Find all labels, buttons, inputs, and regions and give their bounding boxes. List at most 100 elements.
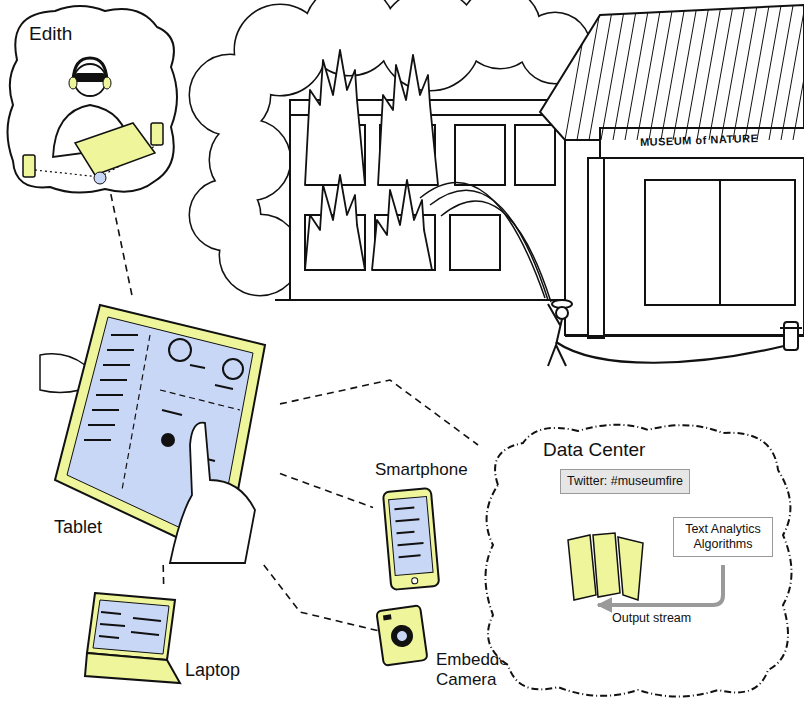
sketch-stroke bbox=[515, 125, 555, 185]
fire-hose bbox=[556, 342, 784, 363]
sketch-stroke bbox=[100, 624, 125, 626]
dashed-link bbox=[280, 474, 373, 508]
sketch-stroke bbox=[600, 128, 804, 158]
sketch-stroke bbox=[23, 155, 35, 177]
node-label: Data Center bbox=[543, 439, 645, 461]
water-jet bbox=[420, 182, 551, 302]
sketch-stroke bbox=[601, 0, 626, 140]
sketch-stroke bbox=[389, 496, 433, 575]
sketch-stroke bbox=[84, 439, 111, 441]
sketch-stroke bbox=[593, 533, 620, 597]
sketch-stroke bbox=[397, 532, 415, 534]
sketch-stroke bbox=[75, 73, 105, 82]
sketch-stroke bbox=[661, 0, 686, 140]
sketch-stroke bbox=[697, 0, 722, 140]
sketch-stroke bbox=[420, 182, 545, 298]
sketch-stroke bbox=[769, 0, 794, 140]
sketch-stroke bbox=[398, 543, 424, 545]
sketch-stroke bbox=[93, 600, 169, 654]
sketch-stroke bbox=[709, 0, 734, 140]
sketch-stroke bbox=[565, 0, 590, 140]
sketch-stroke bbox=[394, 507, 424, 557]
sketch-stroke bbox=[220, 215, 300, 295]
smartphone-art bbox=[373, 460, 475, 592]
sketch-stroke bbox=[673, 0, 698, 140]
sketch-stroke bbox=[733, 0, 758, 140]
sketch-stroke bbox=[784, 322, 798, 350]
smartphone-device: Smartphone bbox=[373, 460, 475, 592]
dashed-link bbox=[111, 193, 132, 295]
laptop-art bbox=[85, 588, 245, 698]
sketch-stroke bbox=[376, 605, 427, 666]
sketch-stroke bbox=[589, 0, 614, 140]
stream-label: Output stream bbox=[612, 611, 691, 625]
sketch-stroke bbox=[122, 335, 150, 490]
sketch-stroke bbox=[111, 334, 138, 336]
sketch-stroke bbox=[103, 364, 130, 366]
sketch-stroke bbox=[719, 180, 721, 305]
sketch-stroke bbox=[411, 578, 418, 585]
sketch-stroke bbox=[781, 0, 804, 140]
sketch-stroke bbox=[383, 488, 439, 590]
sketch-stroke bbox=[101, 612, 121, 614]
sketch-stroke bbox=[383, 614, 392, 620]
sketch-stroke bbox=[399, 555, 421, 557]
sketch-stroke bbox=[305, 50, 365, 185]
sketch-stroke bbox=[170, 423, 255, 563]
sketch-stroke bbox=[151, 123, 163, 145]
firefighter bbox=[548, 300, 572, 366]
sketch-stroke bbox=[88, 424, 115, 426]
sketch-stroke bbox=[99, 636, 119, 638]
data-center-cloud: Data CenterTwitter: #museumfireText Anal… bbox=[478, 425, 800, 703]
sketch-stroke bbox=[396, 630, 407, 641]
sketch-stroke bbox=[395, 519, 419, 521]
sketch-stroke bbox=[548, 304, 566, 366]
source-box: Twitter: #museumfire bbox=[560, 469, 690, 494]
node-label: Smartphone bbox=[375, 460, 468, 480]
sketch-stroke bbox=[103, 77, 111, 89]
sketch-stroke bbox=[390, 624, 415, 649]
dashed-link bbox=[264, 565, 378, 631]
sketch-stroke bbox=[87, 593, 175, 660]
sketch-stroke bbox=[793, 0, 804, 140]
sketch-stroke bbox=[96, 394, 123, 396]
sketch-stroke bbox=[625, 0, 650, 140]
sketch-stroke bbox=[618, 537, 643, 600]
sketch-stroke bbox=[99, 612, 161, 638]
process-box: Text Analytics Algorithms bbox=[673, 517, 773, 557]
sketch-stroke bbox=[780, 327, 802, 329]
sketch-stroke bbox=[613, 0, 638, 140]
sketch-stroke bbox=[220, 215, 300, 295]
sketch-stroke bbox=[94, 172, 106, 184]
sketch-stroke bbox=[92, 409, 119, 411]
sketch-stroke bbox=[305, 175, 365, 270]
sketch-stroke bbox=[577, 0, 602, 140]
sketch-stroke bbox=[649, 0, 674, 140]
sketch-stroke bbox=[685, 0, 710, 140]
sketch-stroke bbox=[73, 58, 107, 81]
node-label: Laptop bbox=[185, 660, 240, 681]
sketch-stroke bbox=[372, 180, 432, 270]
sketch-stroke bbox=[745, 0, 770, 140]
sketch-stroke bbox=[430, 190, 548, 300]
sketch-stroke bbox=[133, 618, 161, 621]
tablet-device: Tablet bbox=[40, 295, 280, 565]
node-label: Edith bbox=[29, 23, 72, 45]
dashed-link bbox=[162, 565, 164, 588]
sketch-stroke bbox=[100, 379, 127, 381]
sketch-stroke bbox=[568, 535, 596, 600]
sketch-stroke bbox=[8, 6, 178, 193]
box-text: Twitter: #museumfire bbox=[567, 474, 683, 489]
sketch-stroke bbox=[160, 390, 240, 410]
sketch-stroke bbox=[383, 488, 439, 590]
sketch-stroke bbox=[162, 434, 174, 446]
sketch-stroke bbox=[486, 425, 792, 697]
sketch-stroke bbox=[455, 125, 505, 185]
sketch-stroke bbox=[131, 632, 159, 635]
sketch-stroke bbox=[645, 180, 795, 305]
fire-flames bbox=[305, 50, 438, 270]
sketch-stroke bbox=[223, 359, 243, 379]
sketch-stroke bbox=[74, 64, 106, 96]
sketch-stroke bbox=[637, 0, 662, 140]
